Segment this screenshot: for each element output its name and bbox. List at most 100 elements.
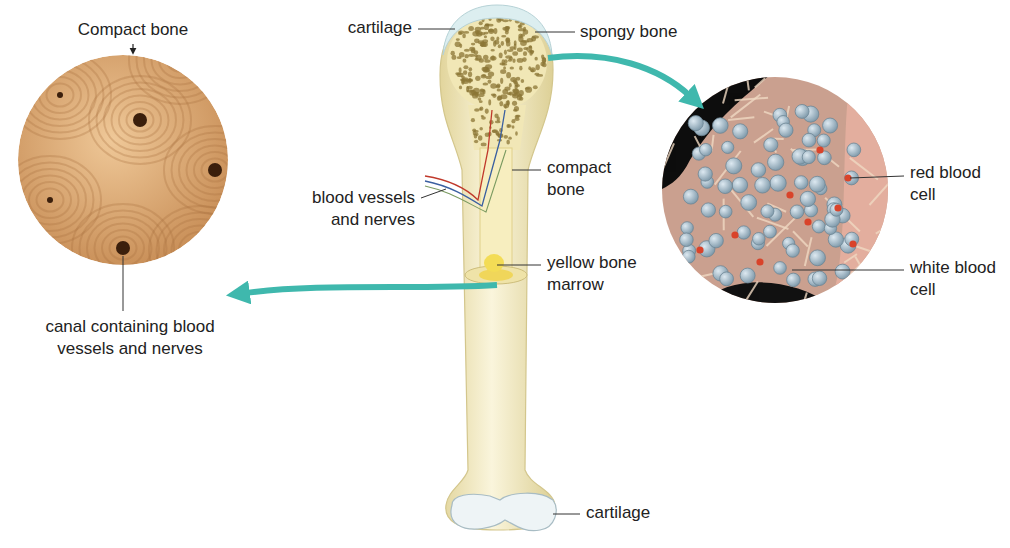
spongy-pore xyxy=(514,106,519,112)
spongy-pore xyxy=(485,109,489,115)
spongy-pore xyxy=(506,72,511,78)
spongy-pore xyxy=(479,88,484,94)
spongy-pore xyxy=(475,132,478,136)
spongy-region xyxy=(447,14,547,110)
lamella-ring xyxy=(47,84,74,107)
leader-line xyxy=(553,514,580,515)
lamella-ring xyxy=(172,133,259,208)
spongy-pore xyxy=(468,54,475,57)
lamella-ring xyxy=(97,83,184,158)
tissue-strand xyxy=(735,98,768,101)
lamella-ring xyxy=(119,102,161,138)
tissue-strand xyxy=(677,262,693,290)
part-label: Compact bone xyxy=(53,19,213,41)
part-label: cartilage xyxy=(586,502,706,524)
white-blood-cell xyxy=(740,268,755,283)
spongy-pore xyxy=(504,104,506,108)
lamella-ring xyxy=(22,176,79,225)
lamella-ring xyxy=(37,189,64,212)
spongy-pore xyxy=(517,95,522,101)
central-canal xyxy=(116,241,130,255)
spongy-pore xyxy=(480,27,484,30)
white-blood-cell xyxy=(755,177,771,193)
spongy-pore xyxy=(474,108,480,112)
spongy-pore xyxy=(484,69,490,72)
white-blood-cell xyxy=(787,273,801,287)
white-blood-cell xyxy=(751,163,766,178)
spongy-pore xyxy=(490,83,497,88)
spongy-pore xyxy=(478,135,482,141)
white-blood-cell xyxy=(763,225,776,238)
zoom-arrow xyxy=(548,56,690,96)
spongy-pore xyxy=(504,26,509,32)
spongy-pore xyxy=(523,27,526,32)
spongy-pore xyxy=(475,76,480,81)
leader-line xyxy=(421,189,446,198)
spongy-pore xyxy=(507,49,513,52)
spongy-pore xyxy=(497,95,502,100)
spongy-pore xyxy=(463,65,468,69)
spongy-pore xyxy=(505,55,512,59)
spongy-pore xyxy=(534,73,539,76)
spongy-pore xyxy=(482,74,486,76)
pointer-arrow xyxy=(132,44,133,49)
white-blood-cell xyxy=(770,175,786,191)
tissue-strand xyxy=(723,84,728,103)
white-blood-cell xyxy=(810,250,826,266)
spongy-pore xyxy=(484,32,489,35)
spongy-pore xyxy=(479,21,483,25)
lamella-ring xyxy=(167,49,194,72)
red-blood-cell xyxy=(786,191,793,198)
lamella-ring xyxy=(0,156,101,244)
spongy-pore xyxy=(507,92,512,95)
compact-bone-magnified xyxy=(0,16,266,294)
spongy-pore xyxy=(521,34,525,37)
part-label: white blood cell xyxy=(910,257,1004,301)
spongy-pore xyxy=(513,89,519,94)
white-blood-cell xyxy=(753,232,766,245)
spongy-pore xyxy=(488,71,494,76)
spongy-pore xyxy=(514,44,517,50)
part-label: cartilage xyxy=(312,17,412,39)
spongy-pore xyxy=(535,64,539,70)
leader-line xyxy=(418,29,455,30)
spongy-pore xyxy=(488,29,494,34)
lamella-ring xyxy=(7,163,94,238)
white-blood-cell xyxy=(698,167,712,181)
blood-vessel xyxy=(425,110,492,200)
spongy-pore xyxy=(528,46,532,49)
spongy-pore xyxy=(495,131,499,135)
blood-cells xyxy=(662,64,899,312)
white-blood-cell xyxy=(718,179,733,194)
spongy-pore xyxy=(518,24,521,27)
spongy-pore xyxy=(490,56,497,61)
spongy-bone-magnified xyxy=(660,64,899,312)
cartilage-condyles xyxy=(451,493,556,530)
spongy-pore xyxy=(520,40,527,46)
spongy-pore xyxy=(461,78,465,84)
spongy-pore xyxy=(507,124,511,128)
spongy-pore xyxy=(476,55,482,61)
spongy-pore xyxy=(515,131,518,135)
lamella-ring xyxy=(202,159,229,182)
white-blood-cell xyxy=(823,118,838,133)
white-blood-cell xyxy=(768,154,784,170)
spongy-pore xyxy=(506,139,510,144)
central-canal xyxy=(47,197,53,203)
white-blood-cell xyxy=(817,134,830,147)
white-blood-cell xyxy=(809,176,825,192)
central-canal xyxy=(177,57,183,63)
spongy-pore xyxy=(478,97,482,101)
spongy-pore xyxy=(456,38,460,41)
lamella-ring xyxy=(14,169,86,231)
leader-line xyxy=(123,256,124,311)
tissue-strand xyxy=(854,293,879,295)
spongy-pore xyxy=(523,51,527,56)
tissue-strand xyxy=(755,78,765,87)
spongy-pore xyxy=(474,140,478,143)
spongy-pore xyxy=(484,24,489,30)
spongy-pore xyxy=(494,39,499,44)
red-blood-cell xyxy=(756,258,763,265)
spongy-pore xyxy=(527,50,534,52)
